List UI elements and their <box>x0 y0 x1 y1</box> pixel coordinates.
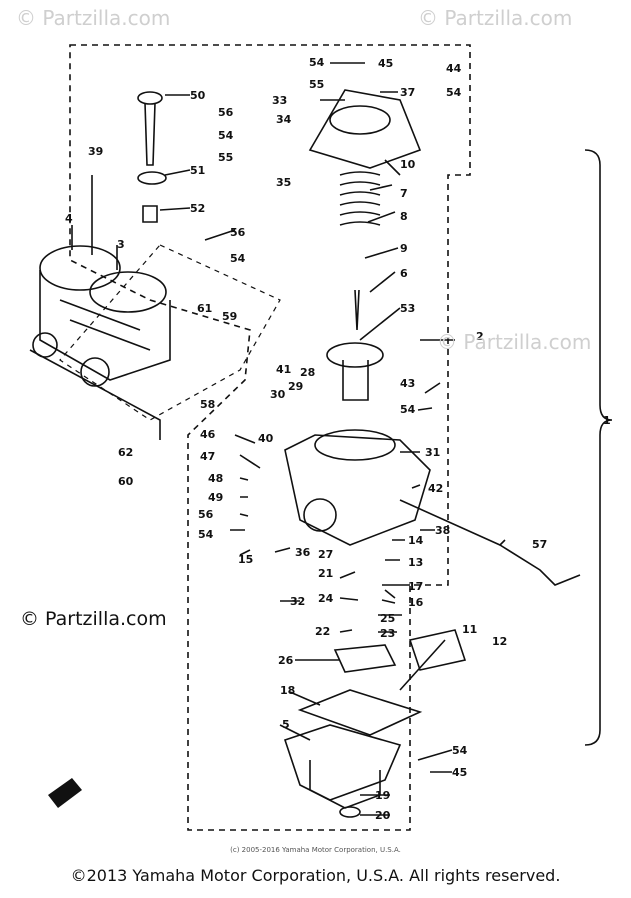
top-cap <box>308 89 422 169</box>
callout-27: 27 <box>318 548 333 561</box>
callout-3: 3 <box>117 238 125 251</box>
footer-small-copyright: (c) 2005-2016 Yamaha Motor Corporation, … <box>230 846 401 854</box>
callout-48: 48 <box>208 472 223 485</box>
callout-62: 62 <box>118 446 133 459</box>
yamaha-corner-badge <box>48 778 82 808</box>
callout-6: 6 <box>400 267 408 280</box>
callout-41: 41 <box>276 363 291 376</box>
group-bracket <box>584 149 613 746</box>
float-needle-bracket <box>333 644 397 673</box>
diaphragm-piston <box>326 342 384 401</box>
callout-21: 21 <box>318 567 333 580</box>
callout-46: 46 <box>200 428 216 441</box>
callout-54e: 54 <box>400 403 416 416</box>
callout-45a: 45 <box>378 57 393 70</box>
callout-54c: 54 <box>309 56 325 69</box>
callout-7: 7 <box>400 187 408 200</box>
callout-18: 18 <box>280 684 295 697</box>
callout-60: 60 <box>118 475 134 488</box>
callout-1: 1 <box>603 414 611 427</box>
callout-2: 2 <box>476 330 484 343</box>
callout-26: 26 <box>278 654 294 667</box>
callout-49: 49 <box>208 491 223 504</box>
callout-9: 9 <box>400 242 408 255</box>
callout-17: 17 <box>408 580 423 593</box>
callout-44: 44 <box>446 62 462 75</box>
callout-31: 31 <box>425 446 440 459</box>
callout-13: 13 <box>408 556 423 569</box>
callout-40: 40 <box>258 432 274 445</box>
callout-15: 15 <box>238 553 253 566</box>
callout-8: 8 <box>400 210 408 223</box>
callout-24: 24 <box>318 592 334 605</box>
callout-16: 16 <box>408 596 424 609</box>
watermark-top-right: © Partzilla.com <box>418 6 573 30</box>
dashed-outline-left <box>59 244 281 421</box>
callout-20: 20 <box>375 809 391 822</box>
carburetor-body <box>284 429 506 546</box>
callout-10: 10 <box>400 158 416 171</box>
callout-42: 42 <box>428 482 443 495</box>
callout-56b: 56 <box>230 226 246 239</box>
callout-labels: 50 51 52 39 4 3 56 54 55 56 54 61 59 58 … <box>65 56 611 822</box>
callout-29: 29 <box>288 380 303 393</box>
callout-54f: 54 <box>198 528 214 541</box>
float-bowl <box>283 724 402 818</box>
spring <box>339 171 381 226</box>
dashed-outline-main <box>69 44 471 831</box>
jet-needle <box>354 289 360 331</box>
callout-51: 51 <box>190 164 205 177</box>
callout-53: 53 <box>400 302 415 315</box>
callout-54d: 54 <box>446 86 462 99</box>
callout-57: 57 <box>532 538 547 551</box>
callout-11: 11 <box>462 623 477 636</box>
watermark-top-left: © Partzilla.com <box>16 6 171 30</box>
callout-61: 61 <box>197 302 212 315</box>
starter-plunger <box>137 91 167 223</box>
callout-45b: 45 <box>452 766 467 779</box>
callout-59: 59 <box>222 310 237 323</box>
callout-54b: 54 <box>230 252 246 265</box>
callout-30: 30 <box>270 388 286 401</box>
throttle-lever <box>499 544 581 586</box>
callout-55a: 55 <box>218 151 233 164</box>
callout-39: 39 <box>88 145 103 158</box>
callout-25: 25 <box>380 612 395 625</box>
callout-19: 19 <box>375 789 390 802</box>
callout-4: 4 <box>65 212 73 225</box>
callout-47: 47 <box>200 450 215 463</box>
callout-23: 23 <box>380 627 395 640</box>
callout-50: 50 <box>190 89 206 102</box>
callout-54a: 54 <box>218 129 234 142</box>
callout-34: 34 <box>276 113 292 126</box>
callout-54g: 54 <box>452 744 468 757</box>
callout-38: 38 <box>435 524 450 537</box>
callout-56a: 56 <box>218 106 234 119</box>
callout-56c: 56 <box>198 508 214 521</box>
callout-22: 22 <box>315 625 330 638</box>
callout-43: 43 <box>400 377 415 390</box>
callout-32: 32 <box>290 595 305 608</box>
callout-14: 14 <box>408 534 424 547</box>
callout-58: 58 <box>200 398 215 411</box>
callout-28: 28 <box>300 366 315 379</box>
callout-55b: 55 <box>309 78 324 91</box>
callout-36: 36 <box>295 546 311 559</box>
carburetor-assembly-left <box>29 245 171 440</box>
watermark-mid-left: © Partzilla.com <box>20 608 167 630</box>
watermark-mid-right: © Partzilla.com <box>437 330 592 354</box>
callout-5: 5 <box>282 718 290 731</box>
callout-35: 35 <box>276 176 291 189</box>
callout-12: 12 <box>492 635 507 648</box>
footer-copyright: ©2013 Yamaha Motor Corporation, U.S.A. A… <box>70 866 561 885</box>
float <box>408 629 467 671</box>
callout-33: 33 <box>272 94 287 107</box>
callout-52: 52 <box>190 202 205 215</box>
callout-37: 37 <box>400 86 415 99</box>
gasket <box>297 689 423 736</box>
